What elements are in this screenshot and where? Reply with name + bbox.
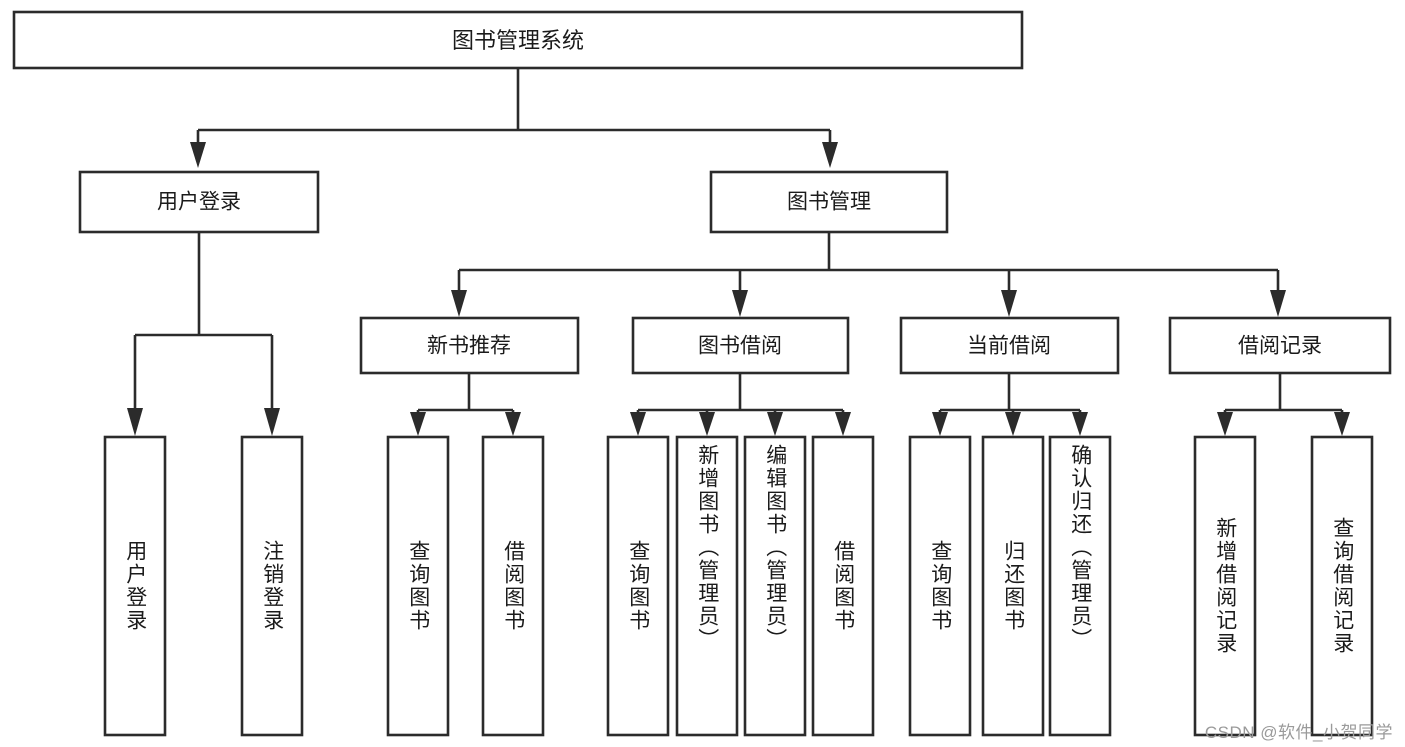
arrow-head-book-borrow xyxy=(732,290,748,317)
node-root-label: 图书管理系统 xyxy=(452,28,584,53)
arrow-head-leaf-confirm-return xyxy=(1072,412,1088,436)
arrow-head-book-manage xyxy=(822,142,838,168)
arrow-head-leaf-add-book xyxy=(699,412,715,436)
arrow-head-leaf-query-record xyxy=(1334,412,1350,436)
arrow-head-leaf-edit-book xyxy=(767,412,783,436)
arrow-head-leaf-query-book-1 xyxy=(410,412,426,436)
arrow-head-leaf-user-login xyxy=(127,408,143,436)
node-leaf-add-record-box[interactable] xyxy=(1193,435,1257,737)
node-leaf-edit-book-box[interactable] xyxy=(743,435,807,737)
arrow-head-leaf-return-book xyxy=(1005,412,1021,436)
node-leaf-add-book-box[interactable] xyxy=(675,435,739,737)
node-leaf-borrow-book-1-box[interactable] xyxy=(481,435,545,737)
node-root-box[interactable] xyxy=(12,10,1024,70)
watermark-text: CSDN @软件_小贺同学 xyxy=(1204,723,1393,742)
node-leaf-return-book-box[interactable] xyxy=(981,435,1045,737)
node-leaf-query-record-box[interactable] xyxy=(1310,435,1374,737)
node-leaf-user-login-box[interactable] xyxy=(103,435,167,737)
arrow-head-leaf-borrow-book-1 xyxy=(505,412,521,436)
node-book-borrow-box[interactable] xyxy=(631,316,850,375)
node-borrow-record-label: 借阅记录 xyxy=(1238,335,1322,358)
node-leaf-query-book-1-box[interactable] xyxy=(386,435,450,737)
node-current-borrow-box[interactable] xyxy=(899,316,1120,375)
node-leaf-query-book-3-box[interactable] xyxy=(908,435,972,737)
node-leaf-confirm-return-box[interactable] xyxy=(1048,435,1112,737)
arrow-head-leaf-query-book-2 xyxy=(630,412,646,436)
node-current-borrow-label: 当前借阅 xyxy=(967,335,1051,358)
node-borrow-record-box[interactable] xyxy=(1168,316,1392,375)
node-book-borrow-label: 图书借阅 xyxy=(698,335,782,358)
arrow-head-borrow-record xyxy=(1270,290,1286,317)
node-user-login-label: 用户登录 xyxy=(157,191,241,214)
node-book-manage-label: 图书管理 xyxy=(787,191,871,214)
arrow-head-leaf-add-record xyxy=(1217,412,1233,436)
arrow-head-new-book-rec xyxy=(451,290,467,317)
node-leaf-user-logout-box[interactable] xyxy=(240,435,304,737)
node-book-manage-box[interactable] xyxy=(709,170,949,234)
node-leaf-query-book-2-box[interactable] xyxy=(606,435,670,737)
node-new-book-rec-box[interactable] xyxy=(359,316,580,375)
arrow-head-leaf-borrow-book-2 xyxy=(835,412,851,436)
node-new-book-rec-label: 新书推荐 xyxy=(427,335,511,358)
arrow-head-user-login xyxy=(190,142,206,168)
arrow-head-leaf-user-logout xyxy=(264,408,280,436)
arrow-head-current-borrow xyxy=(1001,290,1017,317)
node-leaf-borrow-book-2-box[interactable] xyxy=(811,435,875,737)
arrow-head-leaf-query-book-3 xyxy=(932,412,948,436)
